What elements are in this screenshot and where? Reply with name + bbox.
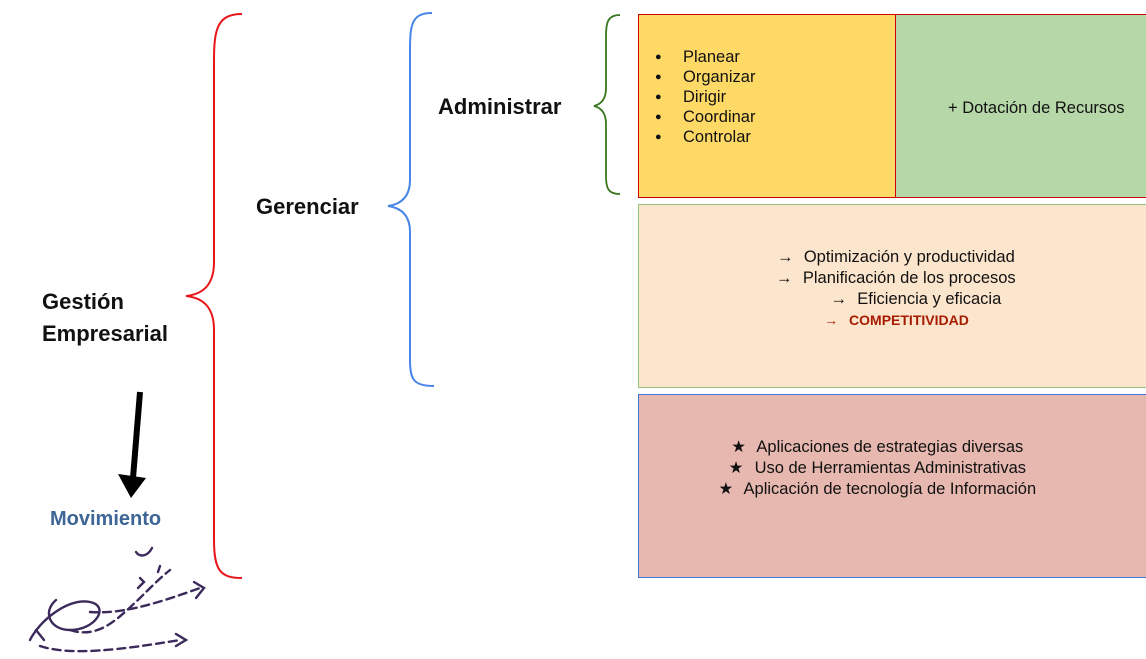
function-item: Coordinar	[649, 107, 755, 127]
gerenciar-brace	[387, 12, 435, 387]
star-icon: ★	[728, 459, 744, 477]
recursos-text: + Dotación de Recursos	[948, 99, 1125, 117]
arrow-icon: →	[830, 290, 847, 308]
star-icon: ★	[731, 438, 747, 456]
function-item: Dirigir	[649, 87, 755, 107]
gerenciar-list: → Optimización y productividad → Planifi…	[639, 247, 1146, 331]
gestion-item: ★ Aplicación de tecnología de Informació…	[639, 479, 1109, 500]
administrar-functions-list: Planear Organizar Dirigir Coordinar Cont…	[649, 47, 755, 147]
recursos-box: + Dotación de Recursos	[895, 14, 1146, 198]
down-arrow-shaft	[130, 391, 143, 479]
competitividad-text: COMPETITIVIDAD	[849, 312, 969, 328]
arrow-icon: →	[776, 248, 794, 266]
gestion-item: ★ Aplicaciones de estrategias diversas	[639, 437, 1109, 458]
gerenciar-item-text: Planificación de los procesos	[802, 269, 1016, 287]
gestion-item-text: Aplicaciones de estrategias diversas	[756, 438, 1024, 456]
gestion-item: ★ Uso de Herramientas Administrativas	[639, 458, 1109, 479]
function-item: Planear	[649, 47, 755, 67]
gestion-label-line2: Empresarial	[42, 321, 168, 346]
gestion-label-line1: Gestión	[42, 289, 124, 314]
administrar-label: Administrar	[438, 94, 562, 119]
arrow-icon: →	[776, 269, 793, 287]
arrow-icon: →	[824, 312, 839, 328]
gerenciar-item-text: Eficiencia y eficacia	[857, 290, 1002, 308]
administrar-brace	[593, 14, 621, 195]
movimiento-label: Movimiento	[50, 508, 162, 530]
gerenciar-item: → Eficiencia y eficacia	[639, 289, 1146, 310]
gerenciar-item-text: Optimización y productividad	[803, 248, 1015, 266]
gestion-list: ★ Aplicaciones de estrategias diversas ★…	[639, 437, 1109, 500]
star-icon: ★	[718, 480, 734, 498]
administrar-box: Planear Organizar Dirigir Coordinar Cont…	[638, 14, 896, 198]
gestion-item-text: Uso de Herramientas Administrativas	[754, 459, 1027, 477]
function-item: Controlar	[649, 127, 755, 147]
gerenciar-item: → Optimización y productividad	[639, 247, 1146, 268]
gestion-box: ★ Aplicaciones de estrategias diversas ★…	[638, 394, 1146, 578]
gestion-brace	[185, 13, 243, 579]
gerenciar-item: → Planificación de los procesos	[639, 268, 1146, 289]
movement-doodle	[28, 546, 206, 653]
gerenciar-box: → Optimización y productividad → Planifi…	[638, 204, 1146, 388]
gestion-empresarial-label: Gestión Empresarial	[42, 286, 168, 350]
gerenciar-item-competitividad: → COMPETITIVIDAD	[639, 310, 1146, 331]
gerenciar-label: Gerenciar	[256, 194, 359, 219]
down-arrow-head	[118, 474, 146, 498]
function-item: Organizar	[649, 67, 755, 87]
gestion-item-text: Aplicación de tecnología de Información	[743, 480, 1037, 498]
